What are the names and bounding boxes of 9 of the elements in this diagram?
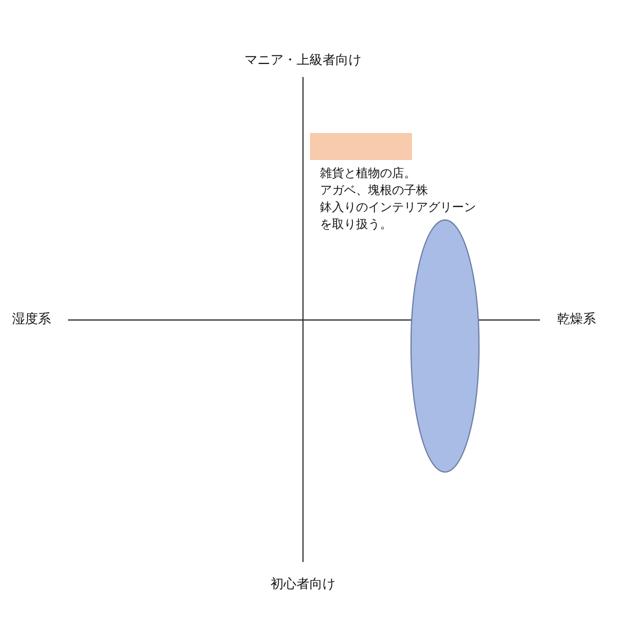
description-text: 雑貨と植物の店。 [320, 166, 416, 180]
axis-label: 湿度系 [12, 313, 51, 327]
description-text: アガベ、塊根の子株 [320, 183, 428, 197]
axis-label: マニア・上級者向け [244, 54, 362, 68]
axis-label: 乾燥系 [557, 313, 596, 327]
description-text: を取り扱う。 [320, 217, 392, 231]
axis-label: 初心者向け [270, 578, 336, 592]
range-ellipse [410, 219, 480, 473]
highlight-box [310, 133, 412, 160]
